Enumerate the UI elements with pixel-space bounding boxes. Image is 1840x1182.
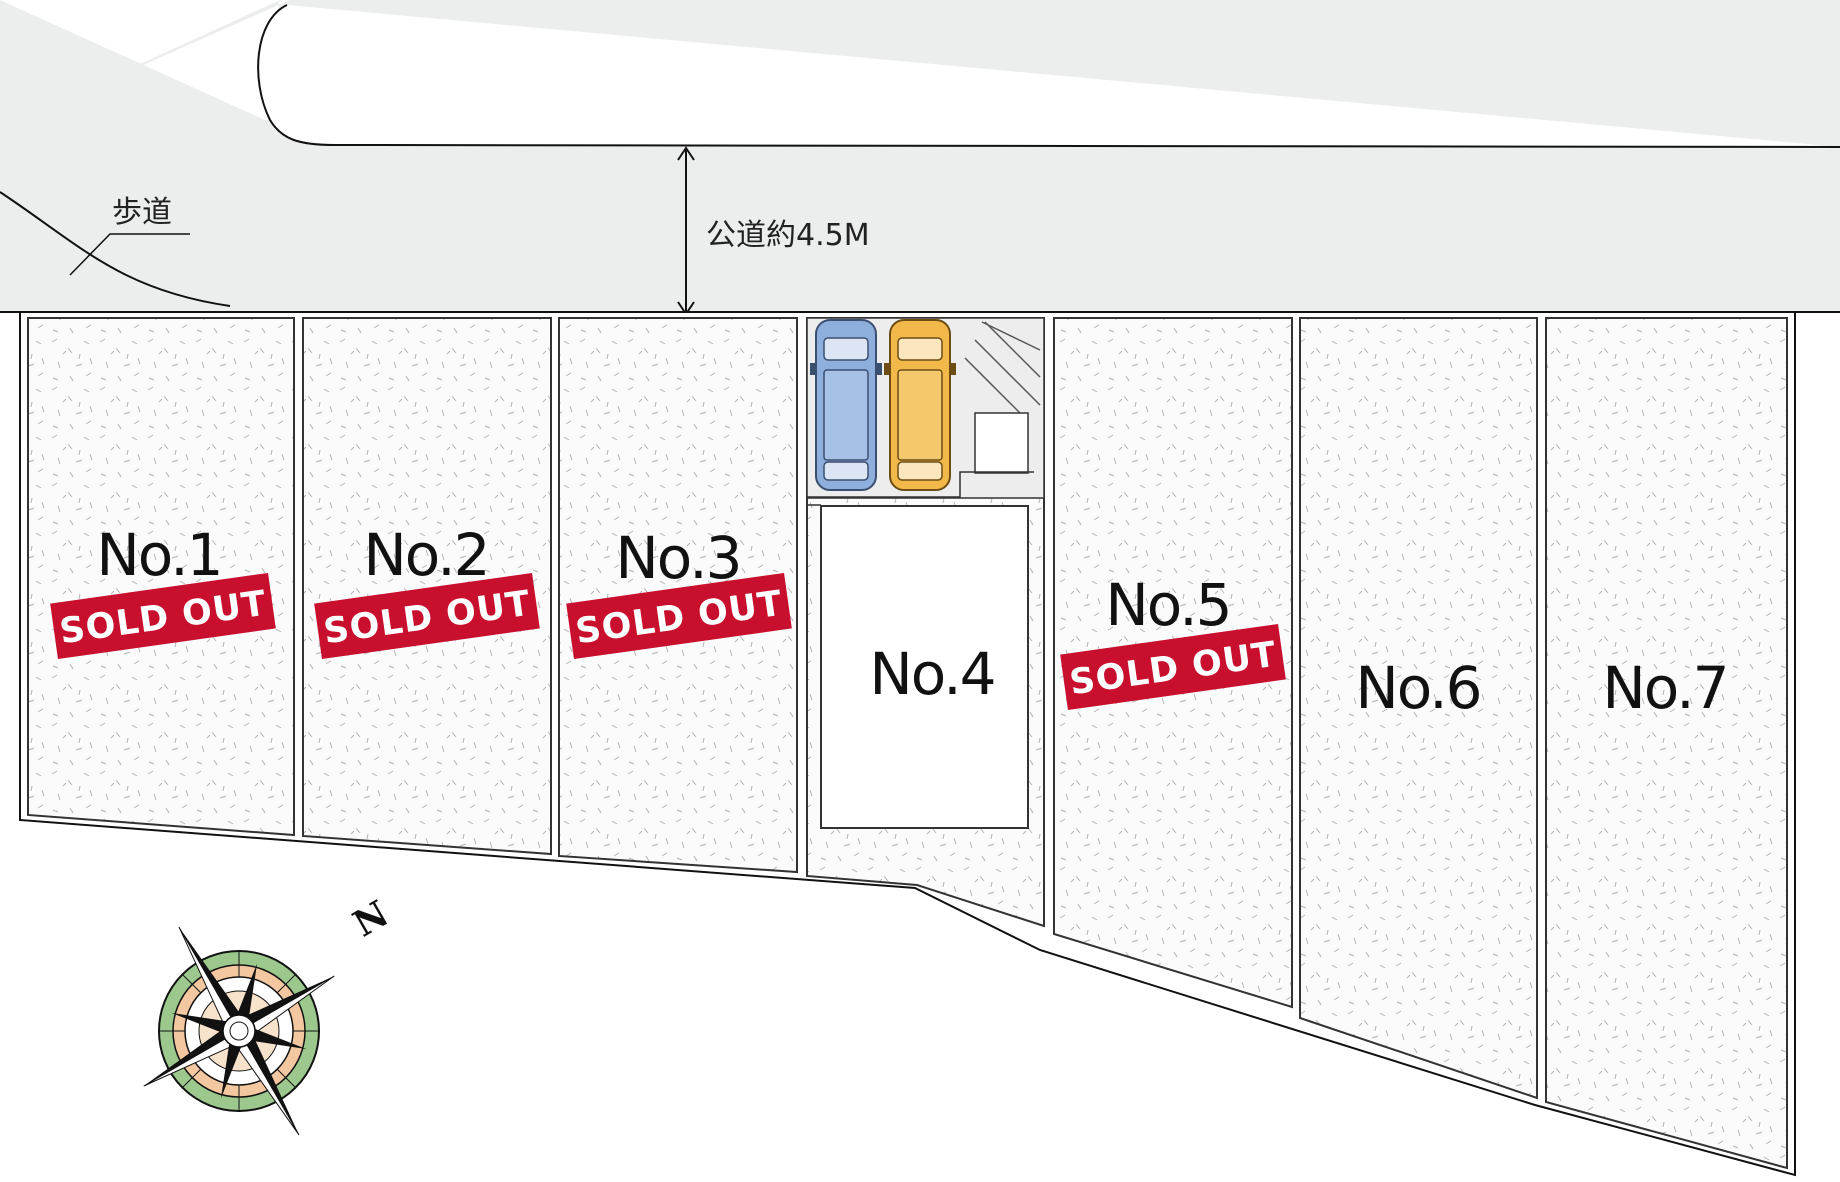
- sidewalk-curve: [0, 191, 231, 307]
- lot-6[interactable]: [1299, 317, 1538, 1100]
- road-curb-curve: [257, 4, 1840, 148]
- lot-6-label: No.6: [1355, 654, 1480, 722]
- lot-1[interactable]: [27, 317, 295, 837]
- car-yellow: [884, 319, 956, 491]
- compass-rose: N: [143, 893, 396, 1136]
- sidewalk-leader-line: [69, 233, 190, 276]
- lot-2[interactable]: [302, 317, 552, 856]
- car-blue: [810, 319, 882, 491]
- lot-4-label: No.4: [869, 640, 994, 708]
- lot-5-label: No.5: [1105, 571, 1230, 639]
- compass-north-label: N: [346, 893, 395, 946]
- lot-7[interactable]: [1545, 317, 1788, 1170]
- lot-4-house: [820, 505, 1029, 829]
- lot-2-label: No.2: [363, 521, 488, 589]
- road-width-label: 公道約4.5M: [706, 218, 870, 253]
- lot-1-label: No.1: [96, 521, 221, 589]
- storage-box: [974, 412, 1029, 474]
- lot-3-label: No.3: [615, 524, 740, 592]
- road-area: 歩道 公道約4.5M: [0, 0, 1840, 316]
- sidewalk-label: 歩道: [112, 195, 172, 230]
- lot-7-label: No.7: [1602, 654, 1727, 722]
